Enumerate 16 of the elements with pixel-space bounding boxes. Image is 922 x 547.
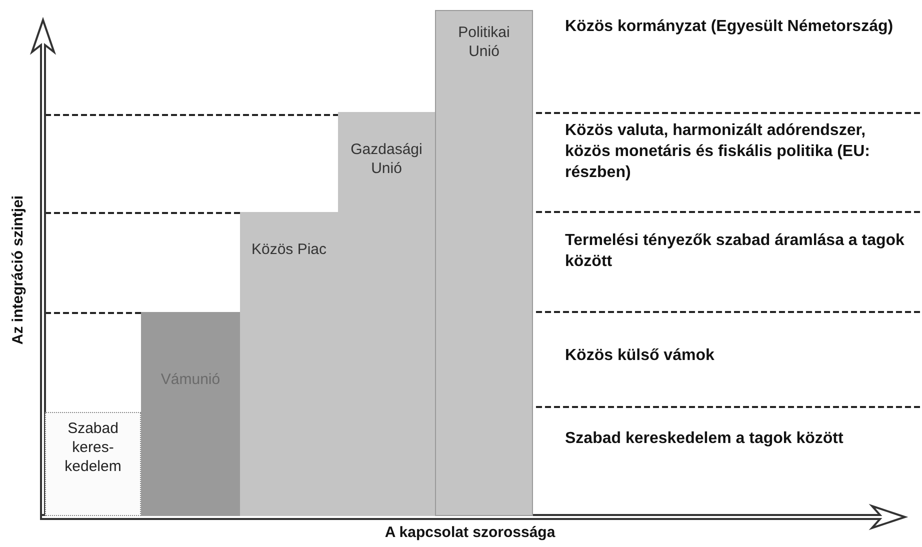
level-bar [240,212,338,516]
axis-title: A kapcsolat szorossága [384,523,556,543]
level-name: Szabad keres- kedelem [64,419,122,476]
level-bar [338,112,435,516]
level-bar [45,412,141,516]
axis-title: Az integráció szintjei [8,195,28,345]
level-description: Közös kormányzat (Egyesült Németország) [565,17,894,37]
level-description: Közös valuta, harmonizált adórendszer, közös monetáris és fiskális politika (EU: részben) [565,121,871,183]
level-description: Termelési tényezők szabad áramlása a tagok között [565,231,905,272]
level-name: Közös Piac [250,240,328,259]
level-description: Közös külső vámok [565,346,716,366]
level-bar [435,10,533,516]
level-name: Gazdasági Unió [350,140,424,178]
level-name: Politikai Unió [457,23,511,61]
level-bar [141,312,240,516]
level-description: Szabad kereskedelem a tagok között [565,429,844,449]
